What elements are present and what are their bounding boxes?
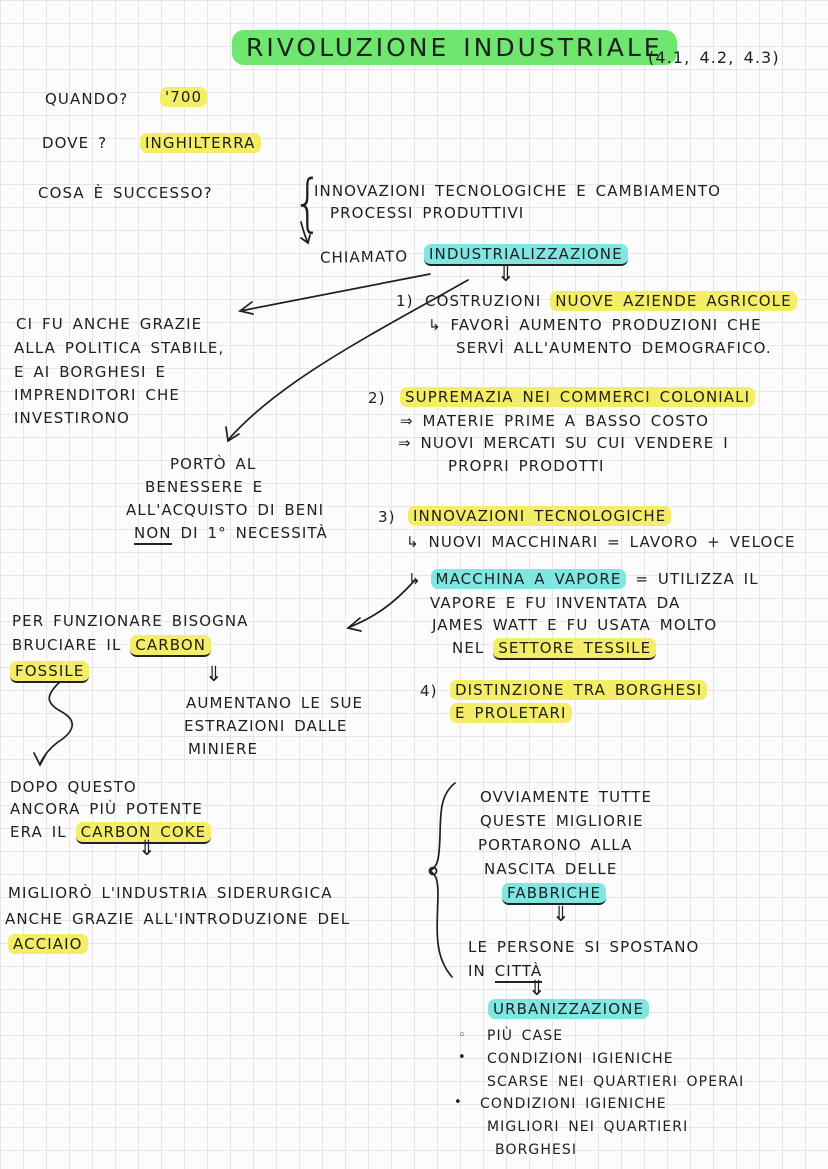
point-1-line: COSTRUZIONI NUOVE AZIENDE AGRICOLE bbox=[425, 290, 797, 313]
point-2-line: SUPREMAZIA NEI COMMERCI COLONIALI bbox=[400, 386, 756, 409]
urbanizzazione-term: URBANIZZAZIONE bbox=[488, 998, 650, 1021]
porto-line: BENESSERE E bbox=[145, 478, 264, 496]
cosa-label: COSA È SUCCESSO? bbox=[38, 184, 213, 202]
squiggle-arrow-fossile-head bbox=[33, 752, 47, 767]
double-down-arrow-icon: ⇓ bbox=[528, 976, 546, 1000]
fabbriche-highlight: FABBRICHE bbox=[502, 883, 607, 905]
estrazioni-line: MINIERE bbox=[188, 740, 259, 758]
fabbriche-line: NASCITA DELLE bbox=[484, 860, 618, 878]
carbon-line: FOSSILE bbox=[10, 660, 90, 683]
point-4-highlight: DISTINZIONE TRA BORGHESI bbox=[450, 680, 708, 700]
persone-line: LE PERSONE SI SPOSTANO bbox=[468, 938, 700, 956]
fabbriche-line: PORTARONO ALLA bbox=[478, 836, 633, 854]
double-down-arrow-icon: ⇓ bbox=[552, 902, 570, 926]
point-3-sub: JAMES WATT E FU USATA MOLTO bbox=[432, 616, 718, 634]
porto-line: ALL'ACQUISTO DI BENI bbox=[126, 501, 325, 519]
grazie-line: E AI BORGHESI E bbox=[14, 363, 167, 381]
arrow-vapore-to-carbon-head bbox=[346, 617, 362, 632]
industrializzazione-term: INDUSTRIALIZZAZIONE bbox=[424, 243, 628, 266]
coke-line: DOPO QUESTO bbox=[10, 778, 137, 796]
fossile-highlight: FOSSILE bbox=[10, 661, 90, 683]
fabbriche-line: OVVIAMENTE TUTTE bbox=[480, 788, 653, 806]
double-down-arrow-icon: ⇓ bbox=[138, 836, 156, 860]
point-2-number: 2) bbox=[368, 389, 386, 407]
grazie-line: ALLA POLITICA STABILE, bbox=[14, 339, 225, 357]
title-highlight: RIVOLUZIONE INDUSTRIALE bbox=[232, 30, 677, 65]
grazie-line: IMPRENDITORI CHE bbox=[14, 386, 180, 404]
estrazioni-line: ESTRAZIONI DALLE bbox=[184, 717, 348, 735]
fabbriche-line: QUESTE MIGLIORIE bbox=[480, 812, 644, 830]
arrow-to-porto-head bbox=[225, 426, 240, 443]
bullet-icon: • bbox=[458, 1050, 466, 1065]
double-down-arrow-icon: ⇓ bbox=[497, 262, 515, 286]
arrow-to-grazie-head bbox=[238, 301, 254, 315]
point-3-line: INNOVAZIONI TECNOLOGICHE bbox=[408, 505, 672, 528]
page-title: RIVOLUZIONE INDUSTRIALE bbox=[232, 30, 677, 65]
bullet-item: SCARSE NEI QUARTIERI OPERAI bbox=[487, 1074, 745, 1090]
fabbriche-line: FABBRICHE bbox=[502, 882, 607, 905]
carbon-highlight: CARBON bbox=[130, 635, 212, 657]
double-down-arrow-icon: ⇓ bbox=[205, 662, 223, 686]
settore-tessile-highlight: SETTORE TESSILE bbox=[493, 638, 657, 660]
chapter-reference: (4.1, 4.2, 4.3) bbox=[648, 48, 780, 67]
point-3-sub: NEL SETTORE TESSILE bbox=[452, 637, 657, 660]
coke-line: ERA IL CARBON COKE bbox=[10, 821, 212, 844]
bullet-icon: ◦ bbox=[458, 1028, 466, 1043]
grazie-line: CI FU ANCHE GRAZIE bbox=[16, 315, 203, 333]
carbon-line: BRUCIARE IL CARBON bbox=[12, 634, 212, 657]
point-4-line: E PROLETARI bbox=[450, 702, 572, 725]
cosa-line1: INNOVAZIONI TECNOLOGICHE E CAMBIAMENTO bbox=[314, 182, 722, 200]
citta-underline: CITTÀ bbox=[494, 962, 543, 983]
bullet-item: MIGLIORI NEI QUARTIERI bbox=[487, 1119, 689, 1135]
grazie-line: INVESTIRONO bbox=[14, 409, 130, 427]
point-1-sub: ↳ FAVORÌ AUMENTO PRODUZIONI CHE bbox=[428, 316, 762, 334]
siderurgia-line: ACCIAIO bbox=[8, 933, 88, 956]
point-2-highlight: SUPREMAZIA NEI COMMERCI COLONIALI bbox=[400, 387, 756, 407]
point-3-number: 3) bbox=[378, 508, 396, 526]
point-3-sub: ↳ NUOVI MACCHINARI = LAVORO + VELOCE bbox=[406, 533, 796, 551]
point-2-sub: PROPRI PRODOTTI bbox=[448, 457, 605, 475]
point-4-line: DISTINZIONE TRA BORGHESI bbox=[450, 679, 708, 702]
point-1-number: 1) bbox=[396, 292, 414, 310]
big-brace bbox=[428, 782, 456, 978]
bullet-item: BORGHESI bbox=[495, 1142, 578, 1158]
point-3-sub: VAPORE E FU INVENTATA DA bbox=[430, 594, 681, 612]
bullet-item: CONDIZIONI IGIENICHE bbox=[487, 1051, 674, 1067]
squiggle-arrow-fossile bbox=[39, 679, 73, 765]
bullet-item: PIÙ CASE bbox=[487, 1028, 564, 1044]
quando-value: '700 bbox=[160, 86, 208, 109]
porto-line: NON DI 1° NECESSITÀ bbox=[134, 522, 328, 545]
carbon-line: PER FUNZIONARE BISOGNA bbox=[12, 612, 249, 630]
siderurgia-line: ANCHE GRAZIE ALL'INTRODUZIONE DEL bbox=[5, 910, 351, 928]
persone-line: IN CITTÀ bbox=[468, 960, 543, 983]
bullet-icon: • bbox=[454, 1095, 462, 1110]
carbon-coke-highlight: CARBON COKE bbox=[75, 822, 212, 844]
chiamato-label: CHIAMATO bbox=[319, 247, 409, 267]
macchina-a-vapore-highlight: MACCHINA A VAPORE bbox=[430, 569, 627, 589]
brace-icon: { bbox=[292, 166, 323, 239]
cosa-line2: PROCESSI PRODUTTIVI bbox=[330, 204, 525, 222]
point-3-sub: ↳ MACCHINA A VAPORE = UTILIZZA IL bbox=[408, 569, 759, 589]
point-4-highlight: E PROLETARI bbox=[450, 703, 572, 723]
big-brace-loop bbox=[428, 866, 438, 876]
acciaio-highlight: ACCIAIO bbox=[8, 934, 88, 954]
dove-label: DOVE ? bbox=[42, 134, 108, 152]
quando-label: QUANDO? bbox=[45, 90, 129, 108]
arrow-vapore-to-carbon bbox=[349, 579, 416, 628]
urbanizzazione-highlight: URBANIZZAZIONE bbox=[488, 999, 650, 1019]
estrazioni-line: AUMENTANO LE SUE bbox=[186, 694, 364, 712]
siderurgia-line: MIGLIORÒ L'INDUSTRIA SIDERURGICA bbox=[8, 884, 333, 902]
coke-line: ANCORA PIÙ POTENTE bbox=[10, 800, 203, 818]
bullet-item: CONDIZIONI IGIENICHE bbox=[480, 1096, 667, 1112]
point-1-sub: SERVÌ ALL'AUMENTO DEMOGRAFICO. bbox=[456, 339, 772, 357]
point-2-sub: ⇒ MATERIE PRIME A BASSO COSTO bbox=[400, 412, 710, 430]
point-2-sub: ⇒ NUOVI MERCATI SU CUI VENDERE I bbox=[398, 434, 729, 452]
porto-line: PORTÒ AL bbox=[170, 455, 257, 473]
point-1-highlight: NUOVE AZIENDE AGRICOLE bbox=[550, 291, 797, 311]
point-4-number: 4) bbox=[420, 682, 438, 700]
dove-value: INGHILTERRA bbox=[140, 132, 261, 155]
point-3-highlight: INNOVAZIONI TECNOLOGICHE bbox=[408, 506, 672, 526]
